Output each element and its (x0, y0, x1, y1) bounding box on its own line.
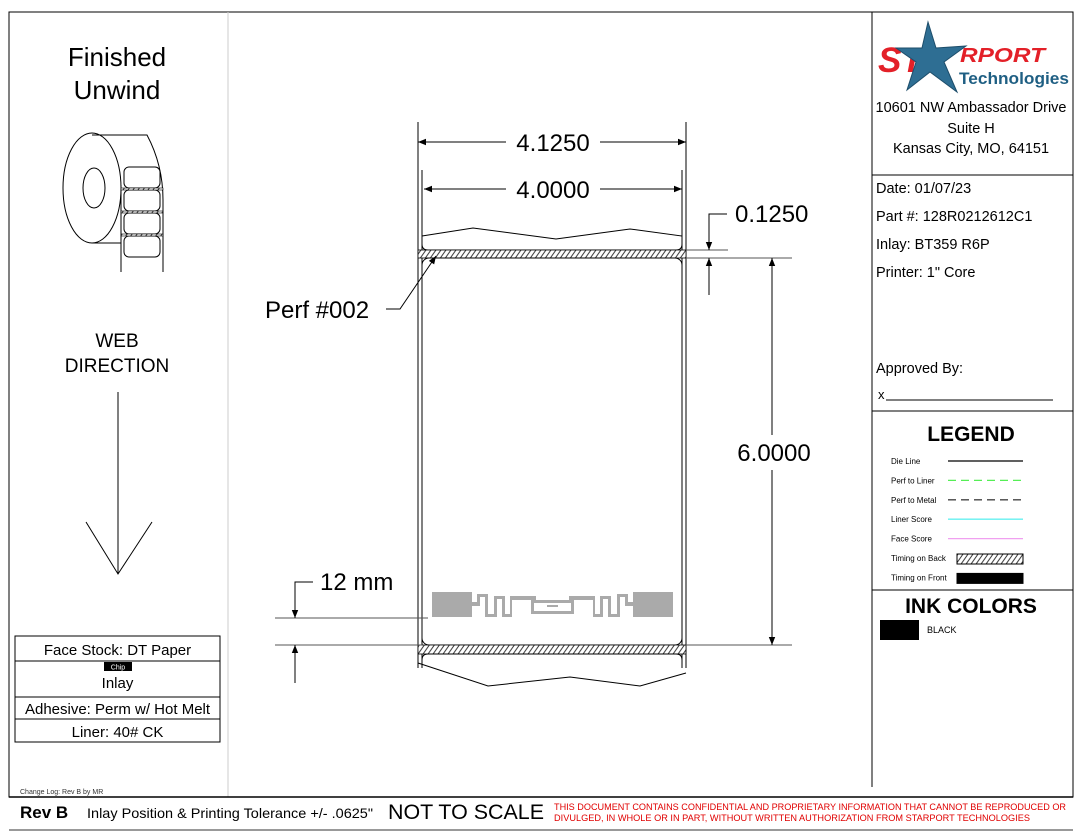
dim-inlay-offset: 12 mm (320, 569, 393, 596)
ink-label-black: BLACK (927, 625, 957, 635)
ink-colors: INK COLORS BLACK (880, 595, 1037, 640)
printer-field: Printer: 1" Core (876, 265, 975, 281)
legend-item: Face Score (891, 535, 1023, 544)
chip-tag (104, 662, 132, 671)
perf-callout: Perf #002 (265, 297, 369, 324)
starport-logo: ST RPORT Technologies (878, 20, 1069, 94)
rfid-inlay (432, 592, 673, 617)
ink-colors-title: INK COLORS (905, 595, 1037, 618)
legend-item-label: Timing on Front (891, 573, 948, 582)
legend-item: Die Line (891, 457, 1023, 466)
confidential-line1: THIS DOCUMENT CONTAINS CONFIDENTIAL AND … (554, 802, 1066, 812)
dim-label-width: 4.0000 (516, 177, 589, 204)
svg-text:Technologies: Technologies (959, 69, 1069, 88)
inlay-text: Inlay (102, 675, 134, 692)
web-direction-line2: DIRECTION (65, 356, 170, 377)
legend-item: Timing on Front (891, 572, 1024, 584)
legend-item-label: Perf to Liner (891, 476, 935, 485)
legend-item: Liner Score (891, 515, 1023, 524)
legend-item-label: Perf to Metal (891, 496, 937, 505)
address-line2: Suite H (947, 121, 995, 137)
not-to-scale: NOT TO SCALE (388, 801, 544, 824)
confidential-line2: DIVULGED, IN WHOLE OR IN PART, WITHOUT W… (554, 813, 1030, 823)
address-line3: Kansas City, MO, 64151 (893, 141, 1049, 157)
dim-gap: 0.1250 (735, 201, 808, 228)
legend-item: Perf to Liner (891, 476, 1023, 485)
dim-liner-width: 4.1250 (516, 130, 589, 157)
dim-label-height: 6.0000 (737, 440, 810, 467)
unwind-title-line2: Unwind (74, 75, 161, 105)
web-direction-arrow-icon (85, 392, 153, 575)
adhesive-text: Adhesive: Perm w/ Hot Melt (25, 701, 211, 718)
legend-item-label: Liner Score (891, 515, 932, 524)
material-specs-table: Face Stock: DT Paper Chip Inlay Adhesive… (14, 635, 221, 743)
chip-tag-text: Chip (111, 665, 126, 672)
inlay-field: Inlay: BT359 R6P (876, 237, 990, 253)
change-log: Change Log: Rev B by MR (20, 789, 103, 796)
signature-prefix: x (878, 387, 885, 402)
legend-item-label: Face Score (891, 535, 932, 544)
liner-text: Liner: 40# CK (72, 724, 164, 741)
tolerance-note: Inlay Position & Printing Tolerance +/- … (87, 805, 373, 821)
label-die-line (421, 257, 683, 646)
address-line1: 10601 NW Ambassador Drive (876, 100, 1067, 116)
date-field: Date: 01/07/23 (876, 181, 971, 197)
perf-band-bottom (417, 644, 687, 655)
approved-by-label: Approved By: (876, 361, 963, 377)
svg-text:RPORT: RPORT (960, 45, 1047, 67)
legend-item: Timing on Back (891, 553, 1024, 565)
ink-swatch-black (880, 620, 919, 640)
legend-swatch (956, 572, 1024, 584)
revision: Rev B (20, 803, 68, 822)
legend-swatch (956, 553, 1024, 565)
legend-item-label: Timing on Back (891, 554, 947, 563)
perf-band-top (417, 249, 687, 259)
legend-title: LEGEND (927, 423, 1015, 446)
legend-item-label: Die Line (891, 457, 921, 466)
web-direction-line1: WEB (95, 331, 138, 352)
label-drawing: 4.1250 4.0000 0.1250 6.0000 12 mm Perf #… (265, 122, 811, 688)
label-roll-icon (62, 132, 164, 272)
legend-item: Perf to Metal (891, 496, 1023, 505)
face-stock-text: Face Stock: DT Paper (44, 642, 191, 659)
sheet-frame (8, 11, 1074, 831)
unwind-title-line1: Finished (68, 42, 166, 72)
part-number-field: Part #: 128R0212612C1 (876, 209, 1032, 225)
